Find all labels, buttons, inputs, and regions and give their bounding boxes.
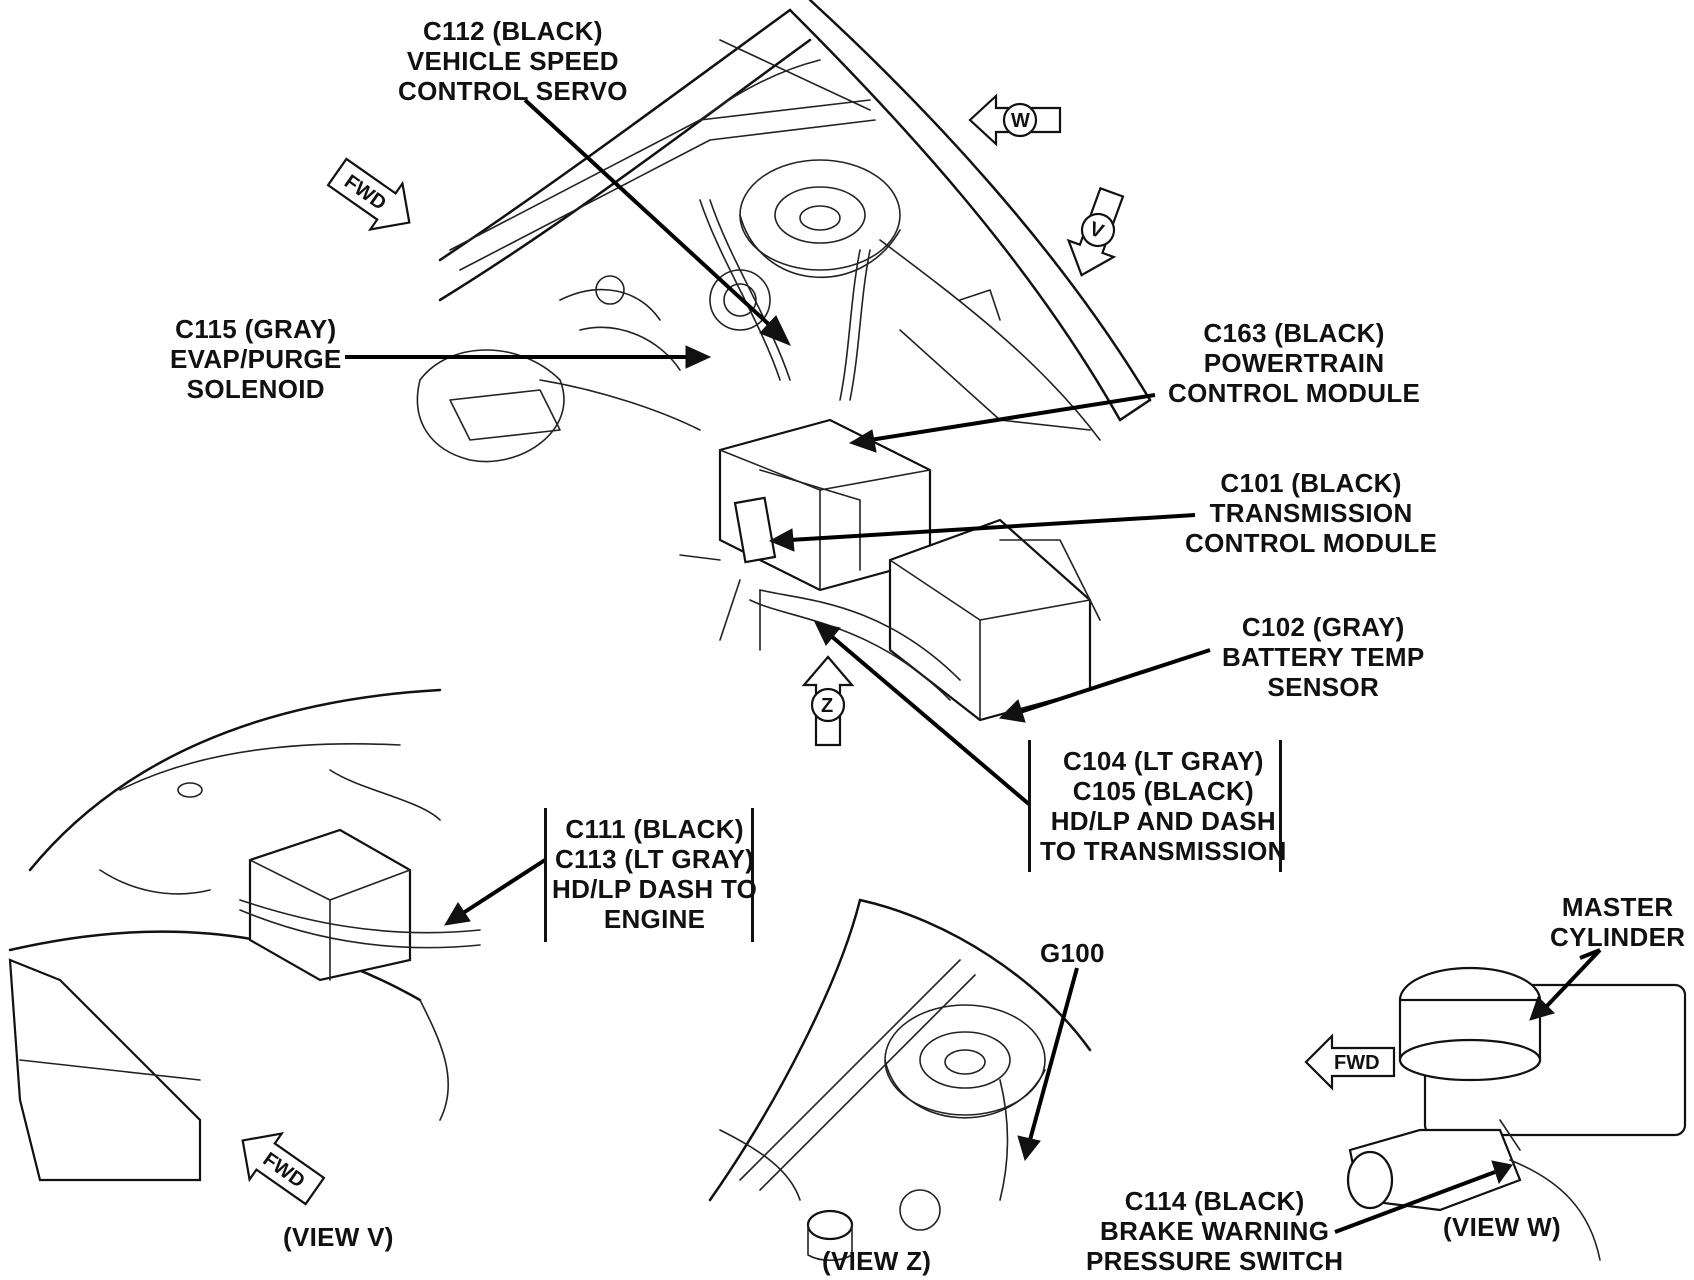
view-w-illustration xyxy=(1346,966,1687,1261)
fwd-label-view-w: FWD xyxy=(1334,1052,1380,1074)
view-v-illustration xyxy=(8,688,481,1182)
label-c111-line-3: HD/LP DASH TO xyxy=(552,874,758,904)
label-c163-line-1: C163 (BLACK) xyxy=(1203,318,1385,348)
label-c114-brake-warning-pressure-switch: C114 (BLACK) BRAKE WARNING PRESSURE SWIT… xyxy=(1086,1186,1343,1276)
label-c104-line-1: C104 (LT GRAY) xyxy=(1063,746,1264,776)
z-arrow: Z xyxy=(801,655,855,747)
label-c101-line-2: TRANSMISSION xyxy=(1209,498,1413,528)
label-c101-line-1: C101 (BLACK) xyxy=(1220,468,1402,498)
label-c115-line-1: C115 (GRAY) xyxy=(175,314,337,344)
label-c102-battery-temp-sensor: C102 (GRAY) BATTERY TEMP SENSOR xyxy=(1222,612,1424,702)
label-c111-line-2: C113 (LT GRAY) xyxy=(554,844,755,874)
label-c114-line-3: PRESSURE SWITCH xyxy=(1086,1246,1344,1276)
label-c102-line-1: C102 (GRAY) xyxy=(1241,612,1405,642)
fwd-arrow-view-w: FWD xyxy=(1304,1033,1396,1091)
label-c104-line-4: TO TRANSMISSION xyxy=(1040,836,1287,866)
label-c115-line-2: EVAP/PURGE xyxy=(170,344,342,374)
label-master-cylinder: MASTER CYLINDER xyxy=(1550,892,1685,952)
label-c114-line-1: C114 (BLACK) xyxy=(1124,1186,1305,1216)
label-c101-line-3: CONTROL MODULE xyxy=(1185,528,1438,558)
label-c102-line-2: BATTERY TEMP xyxy=(1222,642,1425,672)
label-c111-line-4: ENGINE xyxy=(603,904,706,934)
label-c163-line-2: POWERTRAIN xyxy=(1203,348,1385,378)
label-c163-line-3: CONTROL MODULE xyxy=(1168,378,1421,408)
label-c101-transmission-control-module: C101 (BLACK) TRANSMISSION CONTROL MODULE xyxy=(1185,468,1437,558)
label-master-line-2: CYLINDER xyxy=(1550,922,1686,952)
callout-box-c104-c105 xyxy=(1028,740,1282,872)
z-label: Z xyxy=(821,695,833,717)
label-c163-powertrain-control-module: C163 (BLACK) POWERTRAIN CONTROL MODULE xyxy=(1168,318,1420,408)
label-c104-line-3: HD/LP AND DASH xyxy=(1050,806,1276,836)
leader-lines xyxy=(345,98,1602,1234)
caption-view-z: (VIEW Z) xyxy=(822,1246,932,1276)
label-g100: G100 xyxy=(1040,938,1105,968)
label-master-line-1: MASTER xyxy=(1561,892,1674,922)
caption-view-w: (VIEW W) xyxy=(1443,1212,1561,1242)
v-arrow: V xyxy=(1066,186,1125,277)
label-c114-line-2: BRAKE WARNING xyxy=(1100,1216,1330,1246)
w-arrow: W xyxy=(968,93,1062,147)
label-c112-vehicle-speed-control-servo: C112 (BLACK) VEHICLE SPEED CONTROL SERVO xyxy=(398,16,628,106)
label-c104-line-2: C105 (BLACK) xyxy=(1072,776,1254,806)
label-c112-line-2: VEHICLE SPEED xyxy=(406,46,619,76)
fwd-arrow-view-v: FWD xyxy=(241,1132,326,1206)
caption-view-v: (VIEW V) xyxy=(283,1222,394,1252)
label-c104-c105-hd-lp-and-dash-to-transmission: C104 (LT GRAY) C105 (BLACK) HD/LP AND DA… xyxy=(1040,746,1287,866)
label-c102-line-3: SENSOR xyxy=(1267,672,1380,702)
view-z-illustration xyxy=(708,898,1092,1262)
label-c115-line-3: SOLENOID xyxy=(186,374,325,404)
label-c115-evap-purge-solenoid: C115 (GRAY) EVAP/PURGE SOLENOID xyxy=(170,314,342,404)
callout-box-c111-c113 xyxy=(544,808,754,942)
main-engine-compartment-illustration xyxy=(416,0,1152,722)
label-g100-line-1: G100 xyxy=(1040,938,1105,968)
label-c112-line-1: C112 (BLACK) xyxy=(422,16,603,46)
label-c111-c113-hd-lp-dash-to-engine: C111 (BLACK) C113 (LT GRAY) HD/LP DASH T… xyxy=(552,814,757,934)
w-label: W xyxy=(1011,110,1030,132)
label-c111-line-1: C111 (BLACK) xyxy=(565,814,744,844)
fwd-arrow-main: FWD xyxy=(326,157,411,231)
label-c112-line-3: CONTROL SERVO xyxy=(398,76,628,106)
